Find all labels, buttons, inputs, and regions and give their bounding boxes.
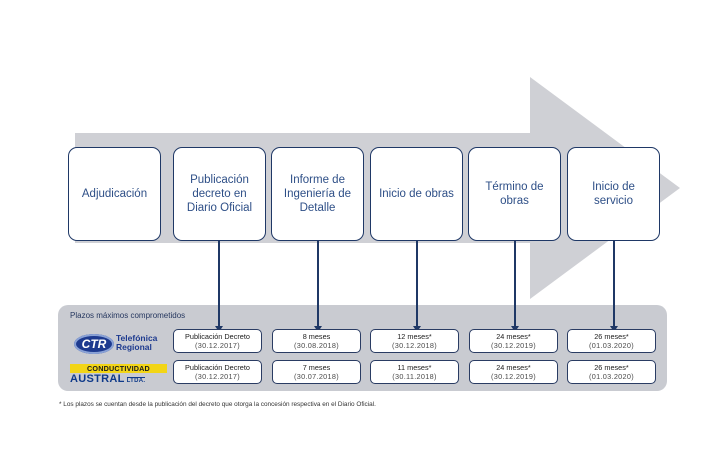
cell-date: (30.08.2018) bbox=[294, 341, 339, 350]
stage-label: Informe de Ingeniería de Detalle bbox=[283, 174, 352, 214]
cell-date: (01.03.2020) bbox=[589, 372, 634, 381]
stage-inicio-servicio: Inicio de servicio bbox=[567, 147, 660, 241]
ctr-name-line2: Regional bbox=[116, 342, 152, 352]
austral-cell-inicio-obras: 11 meses* (30.11.2018) bbox=[370, 360, 459, 384]
connector-line bbox=[514, 241, 516, 327]
footnote: * Los plazos se cuentan desde la publica… bbox=[59, 401, 376, 408]
deadlines-panel bbox=[58, 305, 667, 391]
ctr-name-line1: Telefónica bbox=[116, 333, 158, 343]
cell-main: 7 meses bbox=[302, 363, 331, 372]
cell-date: (30.07.2018) bbox=[294, 372, 339, 381]
ctr-name: Telefónica Regional bbox=[116, 334, 157, 352]
austral-cell-informe: 7 meses (30.07.2018) bbox=[272, 360, 361, 384]
stage-label: Término de obras bbox=[485, 181, 544, 207]
connector-line bbox=[416, 241, 418, 327]
cell-date: (30.12.2019) bbox=[491, 341, 536, 350]
connector-line bbox=[613, 241, 615, 327]
stage-label: Adjudicación bbox=[81, 188, 148, 200]
austral-cell-publicacion: Publicación Decreto (30.12.2017) bbox=[173, 360, 262, 384]
cell-main: 26 meses* bbox=[594, 332, 629, 341]
austral-logo-top: CONDUCTIVIDAD bbox=[70, 364, 167, 373]
austral-cell-inicio-servicio: 26 meses* (01.03.2020) bbox=[567, 360, 656, 384]
cell-date: (30.12.2017) bbox=[195, 372, 240, 381]
austral-logo-suffix: LTDA. bbox=[126, 377, 146, 384]
ctr-cell-publicacion: Publicación Decreto (30.12.2017) bbox=[173, 329, 262, 353]
cell-date: (30.12.2018) bbox=[392, 341, 437, 350]
ctr-logo: CTR Telefónica Regional bbox=[74, 333, 166, 355]
stage-label: Inicio de obras bbox=[379, 188, 454, 200]
stage-label: Publicación decreto en Diario Oficial bbox=[186, 174, 253, 214]
cell-main: 24 meses* bbox=[496, 363, 531, 372]
stage-publicacion-decreto: Publicación decreto en Diario Oficial bbox=[173, 147, 266, 241]
cell-date: (01.03.2020) bbox=[589, 341, 634, 350]
austral-cell-termino-obras: 24 meses* (30.12.2019) bbox=[469, 360, 558, 384]
cell-main: 26 meses* bbox=[594, 363, 629, 372]
stage-informe-ingenieria: Informe de Ingeniería de Detalle bbox=[271, 147, 364, 241]
cell-main: 11 meses* bbox=[397, 363, 432, 372]
ctr-cell-informe: 8 meses (30.08.2018) bbox=[272, 329, 361, 353]
cell-main: Publicación Decreto bbox=[185, 332, 250, 341]
ctr-cell-inicio-obras: 12 meses* (30.12.2018) bbox=[370, 329, 459, 353]
ctr-cell-inicio-servicio: 26 meses* (01.03.2020) bbox=[567, 329, 656, 353]
connector-line bbox=[317, 241, 319, 327]
cell-main: 12 meses* bbox=[397, 332, 432, 341]
austral-logo-name: AUSTRAL bbox=[70, 373, 125, 385]
stage-label: Inicio de servicio bbox=[592, 181, 635, 207]
connector-line bbox=[218, 241, 220, 327]
ctr-cell-termino-obras: 24 meses* (30.12.2019) bbox=[469, 329, 558, 353]
panel-title: Plazos máximos comprometidos bbox=[70, 311, 186, 320]
stage-termino-obras: Término de obras bbox=[468, 147, 561, 241]
stage-inicio-obras: Inicio de obras bbox=[370, 147, 463, 241]
cell-date: (30.12.2017) bbox=[195, 341, 240, 350]
ctr-badge: CTR bbox=[74, 334, 114, 354]
cell-date: (30.12.2019) bbox=[491, 372, 536, 381]
cell-date: (30.11.2018) bbox=[392, 372, 437, 381]
cell-main: Publicación Decreto bbox=[185, 363, 250, 372]
cell-main: 8 meses bbox=[302, 332, 331, 341]
stage-adjudicacion: Adjudicación bbox=[68, 147, 161, 241]
cell-main: 24 meses* bbox=[496, 332, 531, 341]
